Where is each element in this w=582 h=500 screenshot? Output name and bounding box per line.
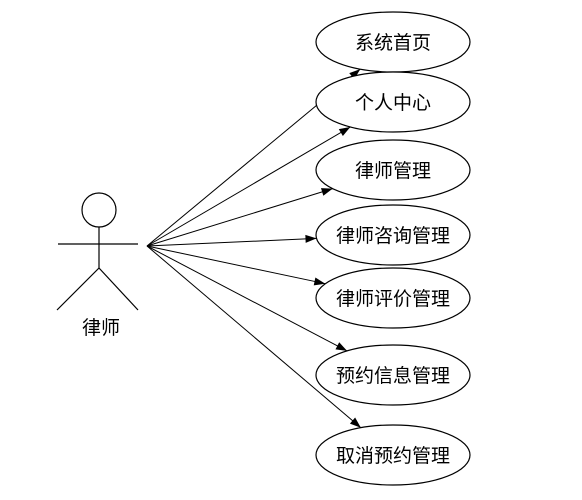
actor-head (81, 192, 117, 228)
arrowhead-booking-mgmt (335, 342, 348, 351)
association-line-lawyer-mgmt (146, 188, 333, 247)
use-case-ellipse (315, 204, 471, 266)
association-lines (146, 68, 362, 429)
use-case-label: 律师管理 (355, 160, 431, 182)
arrowhead-cancel-booking-mgmt (349, 417, 361, 428)
use-case-label: 律师咨询管理 (336, 225, 450, 247)
use-case-ellipse (315, 71, 471, 133)
use-case-home: 系统首页 (315, 11, 471, 73)
use-case-cancel-booking-mgmt: 取消预约管理 (315, 424, 471, 486)
use-case-ellipse (315, 424, 471, 486)
use-case-review-mgmt: 律师评价管理 (315, 267, 471, 329)
arrowhead-lawyer-mgmt (320, 188, 333, 196)
use-case-label: 律师评价管理 (336, 288, 450, 310)
arrowhead-consult-mgmt (305, 234, 317, 243)
actor-label: 律师 (82, 317, 120, 339)
use-case-label: 系统首页 (355, 32, 431, 54)
use-case-label: 取消预约管理 (336, 445, 450, 467)
use-case-ellipse (315, 139, 471, 201)
arrowhead-profile (338, 126, 351, 136)
arrowhead-home (349, 69, 361, 80)
use-case-consult-mgmt: 律师咨询管理 (315, 204, 471, 266)
association-line-profile (146, 126, 351, 247)
use-case-lawyer-mgmt: 律师管理 (315, 139, 471, 201)
use-case-booking-mgmt: 预约信息管理 (315, 344, 471, 406)
use-case-profile: 个人中心 (315, 71, 471, 133)
association-line-consult-mgmt (146, 237, 317, 247)
association-line-booking-mgmt (146, 245, 348, 352)
use-case-ellipse (315, 267, 471, 329)
actor-left-leg (56, 267, 100, 311)
use-case-ellipse (315, 344, 471, 406)
association-line-review-mgmt (146, 245, 326, 285)
arrowhead-review-mgmt (313, 277, 326, 286)
association-line-cancel-booking-mgmt (146, 245, 362, 429)
actor: 律师 (56, 192, 139, 339)
use-case-label: 预约信息管理 (336, 365, 450, 387)
actor-right-leg (98, 267, 139, 311)
use-case-label: 个人中心 (355, 92, 431, 114)
